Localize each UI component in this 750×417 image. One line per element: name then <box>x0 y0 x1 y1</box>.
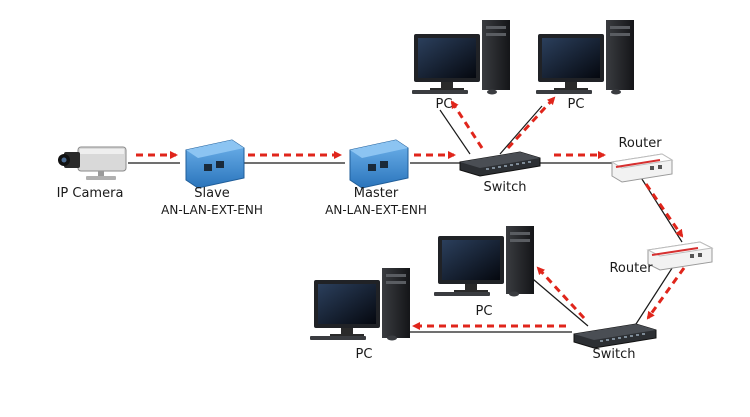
switch-bottom-label: Switch <box>592 347 636 362</box>
pc-4-icon <box>310 268 410 341</box>
master-label: Master <box>353 186 399 201</box>
router-bottom-icon <box>646 241 714 271</box>
arrow-router1-router2 <box>644 183 684 238</box>
arrow-switch2-pc3 <box>536 266 586 320</box>
arrow-switch-pc2 <box>506 96 556 150</box>
pc-3-label: PC <box>475 304 493 319</box>
data-flow-arrows <box>136 96 686 330</box>
pc-1-label: PC <box>435 97 453 112</box>
switch-top-label: Switch <box>483 180 527 195</box>
switch-top-icon <box>459 151 541 177</box>
pc-2-label: PC <box>567 97 585 112</box>
switch-bottom-icon <box>573 323 657 349</box>
slave-label: Slave <box>194 186 230 201</box>
slave-model-label: AN-LAN-EXT-ENH <box>161 203 263 217</box>
router-top-label: Router <box>618 136 662 151</box>
master-model-label: AN-LAN-EXT-ENH <box>325 203 427 217</box>
master-extender-icon <box>349 139 409 189</box>
pc-3-icon <box>434 226 534 297</box>
ip-camera-label: IP Camera <box>56 186 124 201</box>
ip-camera-icon <box>58 146 127 180</box>
pc-4-label: PC <box>355 347 373 362</box>
cable-router2-switch2 <box>635 261 677 325</box>
pc-2-icon <box>536 20 634 95</box>
arrow-router2-switch2 <box>646 267 686 320</box>
cable-switch-pc2 <box>499 105 543 155</box>
arrow-switch-pc1 <box>450 100 484 149</box>
router-bottom-label: Router <box>609 261 653 276</box>
router-top-icon <box>610 153 674 183</box>
pc-1-icon <box>412 20 510 95</box>
cable-switch-pc1 <box>439 109 471 155</box>
slave-extender-icon <box>185 139 245 189</box>
